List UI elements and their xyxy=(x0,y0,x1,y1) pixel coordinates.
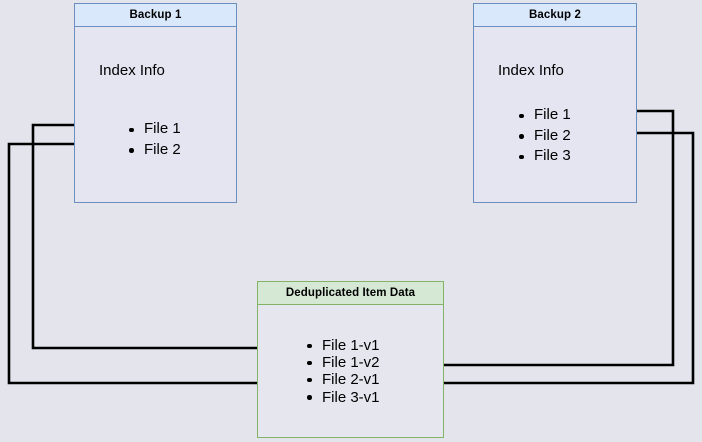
node-deduplicated-item-data-title: Deduplicated Item Data xyxy=(285,287,416,299)
node-backup-2-title: Backup 2 xyxy=(529,9,581,21)
node-backup-2-header: Backup 2 xyxy=(474,4,636,27)
node-backup-1-header: Backup 1 xyxy=(75,4,236,27)
node-deduplicated-item-data[interactable]: Deduplicated Item Data File 1-v1 File 1-… xyxy=(257,281,444,438)
node-backup-2[interactable]: Backup 2 Index Info File 1 File 2 File 3 xyxy=(473,3,637,203)
list-item[interactable]: File 1-v2 xyxy=(304,354,380,371)
node-backup-2-body: Index Info File 1 File 2 File 3 xyxy=(474,27,636,202)
node-deduplicated-item-data-header: Deduplicated Item Data xyxy=(258,282,443,305)
node-backup-1[interactable]: Backup 1 Index Info File 1 File 2 xyxy=(74,3,237,203)
backup-2-file-list: File 1 File 2 File 3 xyxy=(516,105,571,167)
backup-1-file-list: File 1 File 2 xyxy=(126,119,181,160)
list-item[interactable]: File 2 xyxy=(516,126,571,147)
node-backup-1-body: Index Info File 1 File 2 xyxy=(75,27,236,202)
dedup-file-list: File 1-v1 File 1-v2 File 2-v1 File 3-v1 xyxy=(304,337,380,406)
list-item[interactable]: File 2-v1 xyxy=(304,371,380,388)
list-item[interactable]: File 1-v1 xyxy=(304,337,380,354)
backup-2-index-info-label: Index Info xyxy=(498,62,564,79)
list-item[interactable]: File 1 xyxy=(126,119,181,140)
node-deduplicated-item-data-body: File 1-v1 File 1-v2 File 2-v1 File 3-v1 xyxy=(258,305,443,437)
list-item[interactable]: File 3 xyxy=(516,146,571,167)
list-item[interactable]: File 1 xyxy=(516,105,571,126)
backup-1-index-info-label: Index Info xyxy=(99,62,165,79)
list-item[interactable]: File 2 xyxy=(126,140,181,161)
list-item[interactable]: File 3-v1 xyxy=(304,389,380,406)
node-backup-1-title: Backup 1 xyxy=(129,9,182,21)
